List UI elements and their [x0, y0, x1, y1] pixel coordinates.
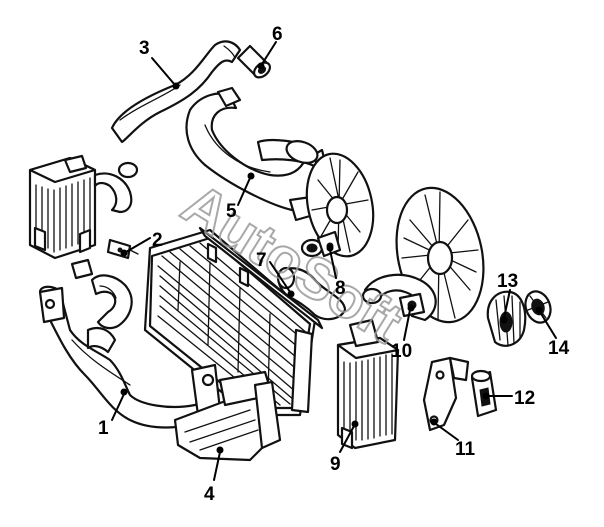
air-duct	[173, 370, 282, 462]
lower-left-hose	[90, 274, 133, 330]
callout-10: 10	[391, 341, 412, 362]
callout-9: 9	[330, 454, 341, 475]
intercooler-unit	[28, 154, 139, 280]
mounting-bracket	[422, 356, 470, 432]
radiator-core	[143, 226, 324, 417]
callout-11: 11	[455, 439, 476, 460]
callout-12: 12	[514, 388, 535, 409]
callout-5: 5	[226, 201, 237, 222]
callout-8: 8	[335, 278, 346, 299]
callout-4: 4	[204, 484, 215, 505]
callout-3: 3	[139, 38, 150, 59]
engine-fan-upper	[305, 152, 375, 258]
callout-labels: 1 2 3 4 5 6 7 8 9 10 11 12 13 14	[98, 24, 570, 505]
callout-1: 1	[98, 418, 109, 439]
leader-lines	[111, 41, 557, 481]
callout-2: 2	[152, 230, 163, 251]
hose-connector	[236, 44, 271, 79]
callout-7: 7	[256, 250, 267, 271]
callout-13: 13	[497, 271, 518, 292]
callout-14: 14	[548, 338, 570, 359]
callout-6: 6	[272, 24, 283, 45]
small-hose-clamps	[276, 230, 347, 321]
